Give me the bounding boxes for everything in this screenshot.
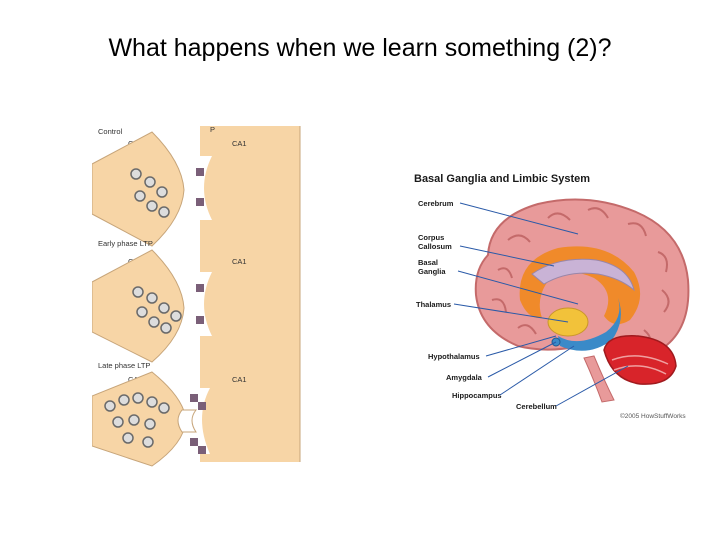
leader-cerebellum (555, 365, 629, 407)
vesicle (130, 168, 142, 180)
receptor (190, 438, 198, 446)
vesicle (112, 416, 124, 428)
leader-hypothalamus (485, 335, 557, 357)
corpus-callosum-shape (531, 258, 635, 292)
cerebellum-folds (611, 355, 669, 375)
brain-diagram-title: Basal Ganglia and Limbic System (414, 173, 590, 185)
leader-lines (453, 202, 629, 407)
cerebrum-shape (474, 198, 690, 359)
top-marker: P (210, 125, 215, 134)
label-cerebrum: Cerebrum (418, 199, 454, 208)
postsynaptic-column (200, 126, 300, 462)
receptor (198, 402, 206, 410)
panel-post-label-late: CA1 (232, 375, 247, 384)
label-amygdala: Amygdala (446, 373, 483, 382)
vesicle (142, 436, 154, 448)
label-basal-ganglia-1: Basal (418, 258, 438, 267)
leader-amygdala (487, 341, 557, 378)
vesicle (148, 316, 160, 328)
label-hippocampus: Hippocampus (452, 391, 502, 400)
vesicle (122, 432, 134, 444)
ltp-panel-early: Early phase LTP CA3 CA1 (92, 239, 247, 363)
vesicle (118, 394, 130, 406)
vesicle (146, 396, 158, 408)
brainstem-shape (583, 355, 615, 403)
label-corpus-callosum-1: Corpus (418, 233, 444, 242)
vesicle (170, 310, 182, 322)
label-cerebellum: Cerebellum (516, 402, 557, 411)
leader-cerebrum (459, 202, 579, 235)
vesicle (158, 302, 170, 314)
vesicle (128, 414, 140, 426)
label-hypothalamus: Hypothalamus (428, 352, 480, 361)
label-corpus-callosum-2: Callosum (418, 242, 452, 251)
receptor (196, 284, 204, 292)
vesicle (144, 176, 156, 188)
leader-corpus-callosum (459, 245, 555, 267)
vesicle (160, 322, 172, 334)
panel-label-early: Early phase LTP (98, 239, 153, 248)
vesicle (132, 286, 144, 298)
brain-diagram: Basal Ganglia and Limbic System Cerebrum… (414, 173, 690, 420)
vesicle (132, 392, 144, 404)
presynaptic-terminal-control (92, 131, 185, 247)
leader-thalamus (453, 303, 569, 323)
vesicle (156, 186, 168, 198)
copyright-notice: ©2005 HowStuffWorks (620, 412, 686, 420)
receptor (196, 168, 204, 176)
receptor (196, 316, 204, 324)
vesicle (104, 400, 116, 412)
panel-post-label-control: CA1 (232, 139, 247, 148)
hippocampus-shape (558, 298, 621, 351)
vesicle (146, 292, 158, 304)
presynaptic-terminal-early (92, 249, 185, 363)
spine-split (177, 409, 198, 433)
ltp-panel-late: Late phase LTP CA3 CA1 (92, 361, 247, 467)
receptor (196, 198, 204, 206)
vesicle (158, 206, 170, 218)
vesicle (146, 200, 158, 212)
ltp-panel-control: Control CA3 CA1 P (92, 125, 247, 247)
vesicle (136, 306, 148, 318)
vesicle (144, 418, 156, 430)
leader-basal-ganglia (457, 270, 579, 305)
receptor (198, 446, 206, 454)
receptor (190, 394, 198, 402)
label-basal-ganglia-2: Ganglia (418, 267, 446, 276)
vesicle (134, 190, 146, 202)
vesicle (158, 402, 170, 414)
ltp-synapse-diagram: Control CA3 CA1 P Early phase LTP CA3 CA… (92, 125, 301, 467)
cerebellum-shape (603, 335, 677, 385)
panel-post-label-early: CA1 (232, 257, 247, 266)
panel-label-late: Late phase LTP (98, 361, 150, 370)
label-thalamus: Thalamus (416, 300, 451, 309)
slide-title: What happens when we learn something (2)… (108, 34, 612, 62)
leader-hippocampus (499, 345, 575, 396)
panel-label-control: Control (98, 127, 123, 136)
